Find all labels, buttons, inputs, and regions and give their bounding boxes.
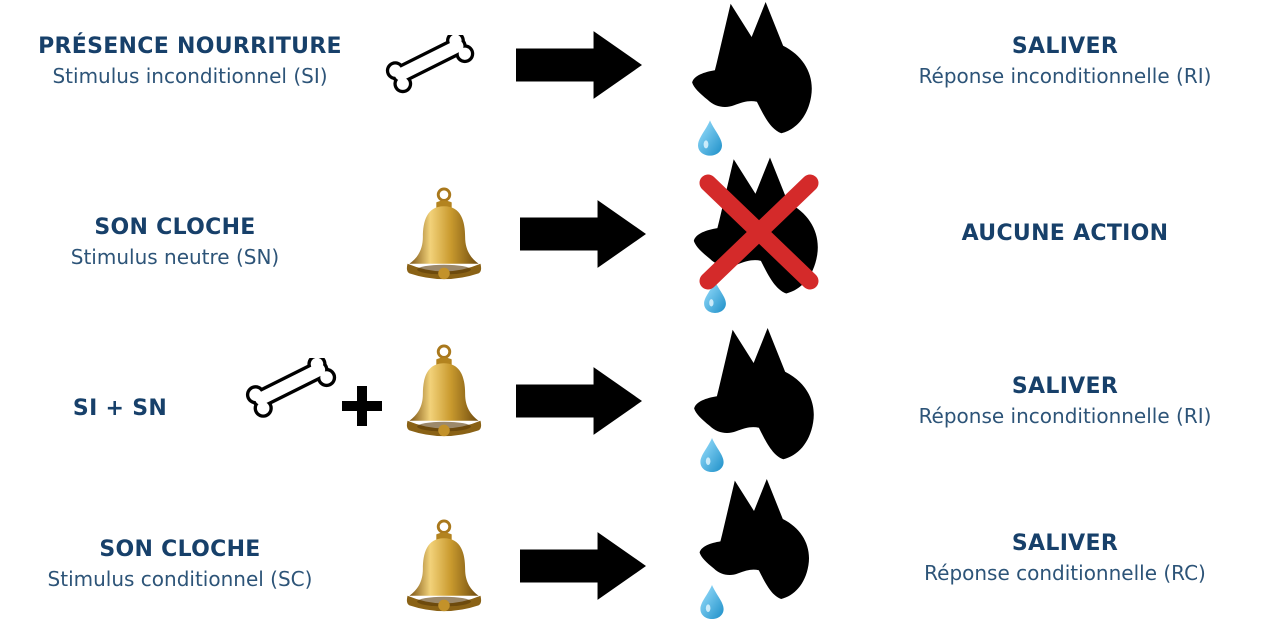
saliva-drop-icon bbox=[700, 585, 724, 619]
arrow-right-icon bbox=[516, 30, 642, 100]
response-title: AUCUNE ACTION bbox=[961, 221, 1169, 246]
stimulus-label: PRÉSENCE NOURRITURE Stimulus incondition… bbox=[0, 32, 380, 90]
plus-icon bbox=[340, 384, 384, 428]
response-label: SALIVER Réponse conditionnelle (RC) bbox=[860, 529, 1270, 587]
saliva-drop-icon bbox=[698, 120, 722, 156]
red-cross-icon bbox=[699, 174, 819, 290]
response-title: SALIVER bbox=[1011, 531, 1119, 556]
stimulus-label: SON CLOCHE Stimulus conditionnel (SC) bbox=[0, 535, 360, 593]
stimulus-subtitle: Stimulus neutre (SN) bbox=[70, 245, 280, 269]
stimulus-subtitle: Stimulus conditionnel (SC) bbox=[47, 567, 313, 591]
response-title: SALIVER bbox=[1011, 34, 1119, 59]
pavlov-row-4: SON CLOCHE Stimulus conditionnel (SC) SA… bbox=[0, 471, 1271, 628]
stimulus-label: SI + SN bbox=[0, 394, 240, 424]
pavlov-row-2: SON CLOCHE Stimulus neutre (SN) AUCUNE A… bbox=[0, 157, 1271, 314]
arrow-right-icon bbox=[520, 199, 646, 269]
response-label: SALIVER Réponse inconditionnelle (RI) bbox=[860, 372, 1270, 430]
response-subtitle: Réponse inconditionnelle (RI) bbox=[918, 404, 1212, 428]
stimulus-title: PRÉSENCE NOURRITURE bbox=[38, 34, 342, 59]
response-subtitle: Réponse conditionnelle (RC) bbox=[924, 561, 1206, 585]
pavlov-row-3: SI + SN SALIVER Réponse inconditionnelle… bbox=[0, 314, 1271, 471]
response-title: SALIVER bbox=[1011, 374, 1119, 399]
stimulus-title: SI + SN bbox=[72, 396, 168, 421]
bone-icon bbox=[244, 358, 340, 420]
bell-icon bbox=[404, 344, 484, 440]
stimulus-title: SON CLOCHE bbox=[94, 215, 256, 240]
response-label: SALIVER Réponse inconditionnelle (RI) bbox=[860, 32, 1270, 90]
pavlov-row-1: PRÉSENCE NOURRITURE Stimulus incondition… bbox=[0, 0, 1271, 157]
bell-icon bbox=[404, 187, 484, 283]
arrow-right-icon bbox=[520, 531, 646, 601]
stimulus-subtitle: Stimulus inconditionnel (SI) bbox=[52, 64, 328, 88]
stimulus-title: SON CLOCHE bbox=[99, 537, 261, 562]
stimulus-label: SON CLOCHE Stimulus neutre (SN) bbox=[0, 213, 350, 271]
response-subtitle: Réponse inconditionnelle (RI) bbox=[918, 64, 1212, 88]
response-label: AUCUNE ACTION bbox=[860, 219, 1270, 249]
saliva-drop-icon bbox=[700, 438, 724, 472]
bone-icon bbox=[384, 35, 478, 95]
arrow-right-icon bbox=[516, 366, 642, 436]
bell-icon bbox=[404, 519, 484, 615]
